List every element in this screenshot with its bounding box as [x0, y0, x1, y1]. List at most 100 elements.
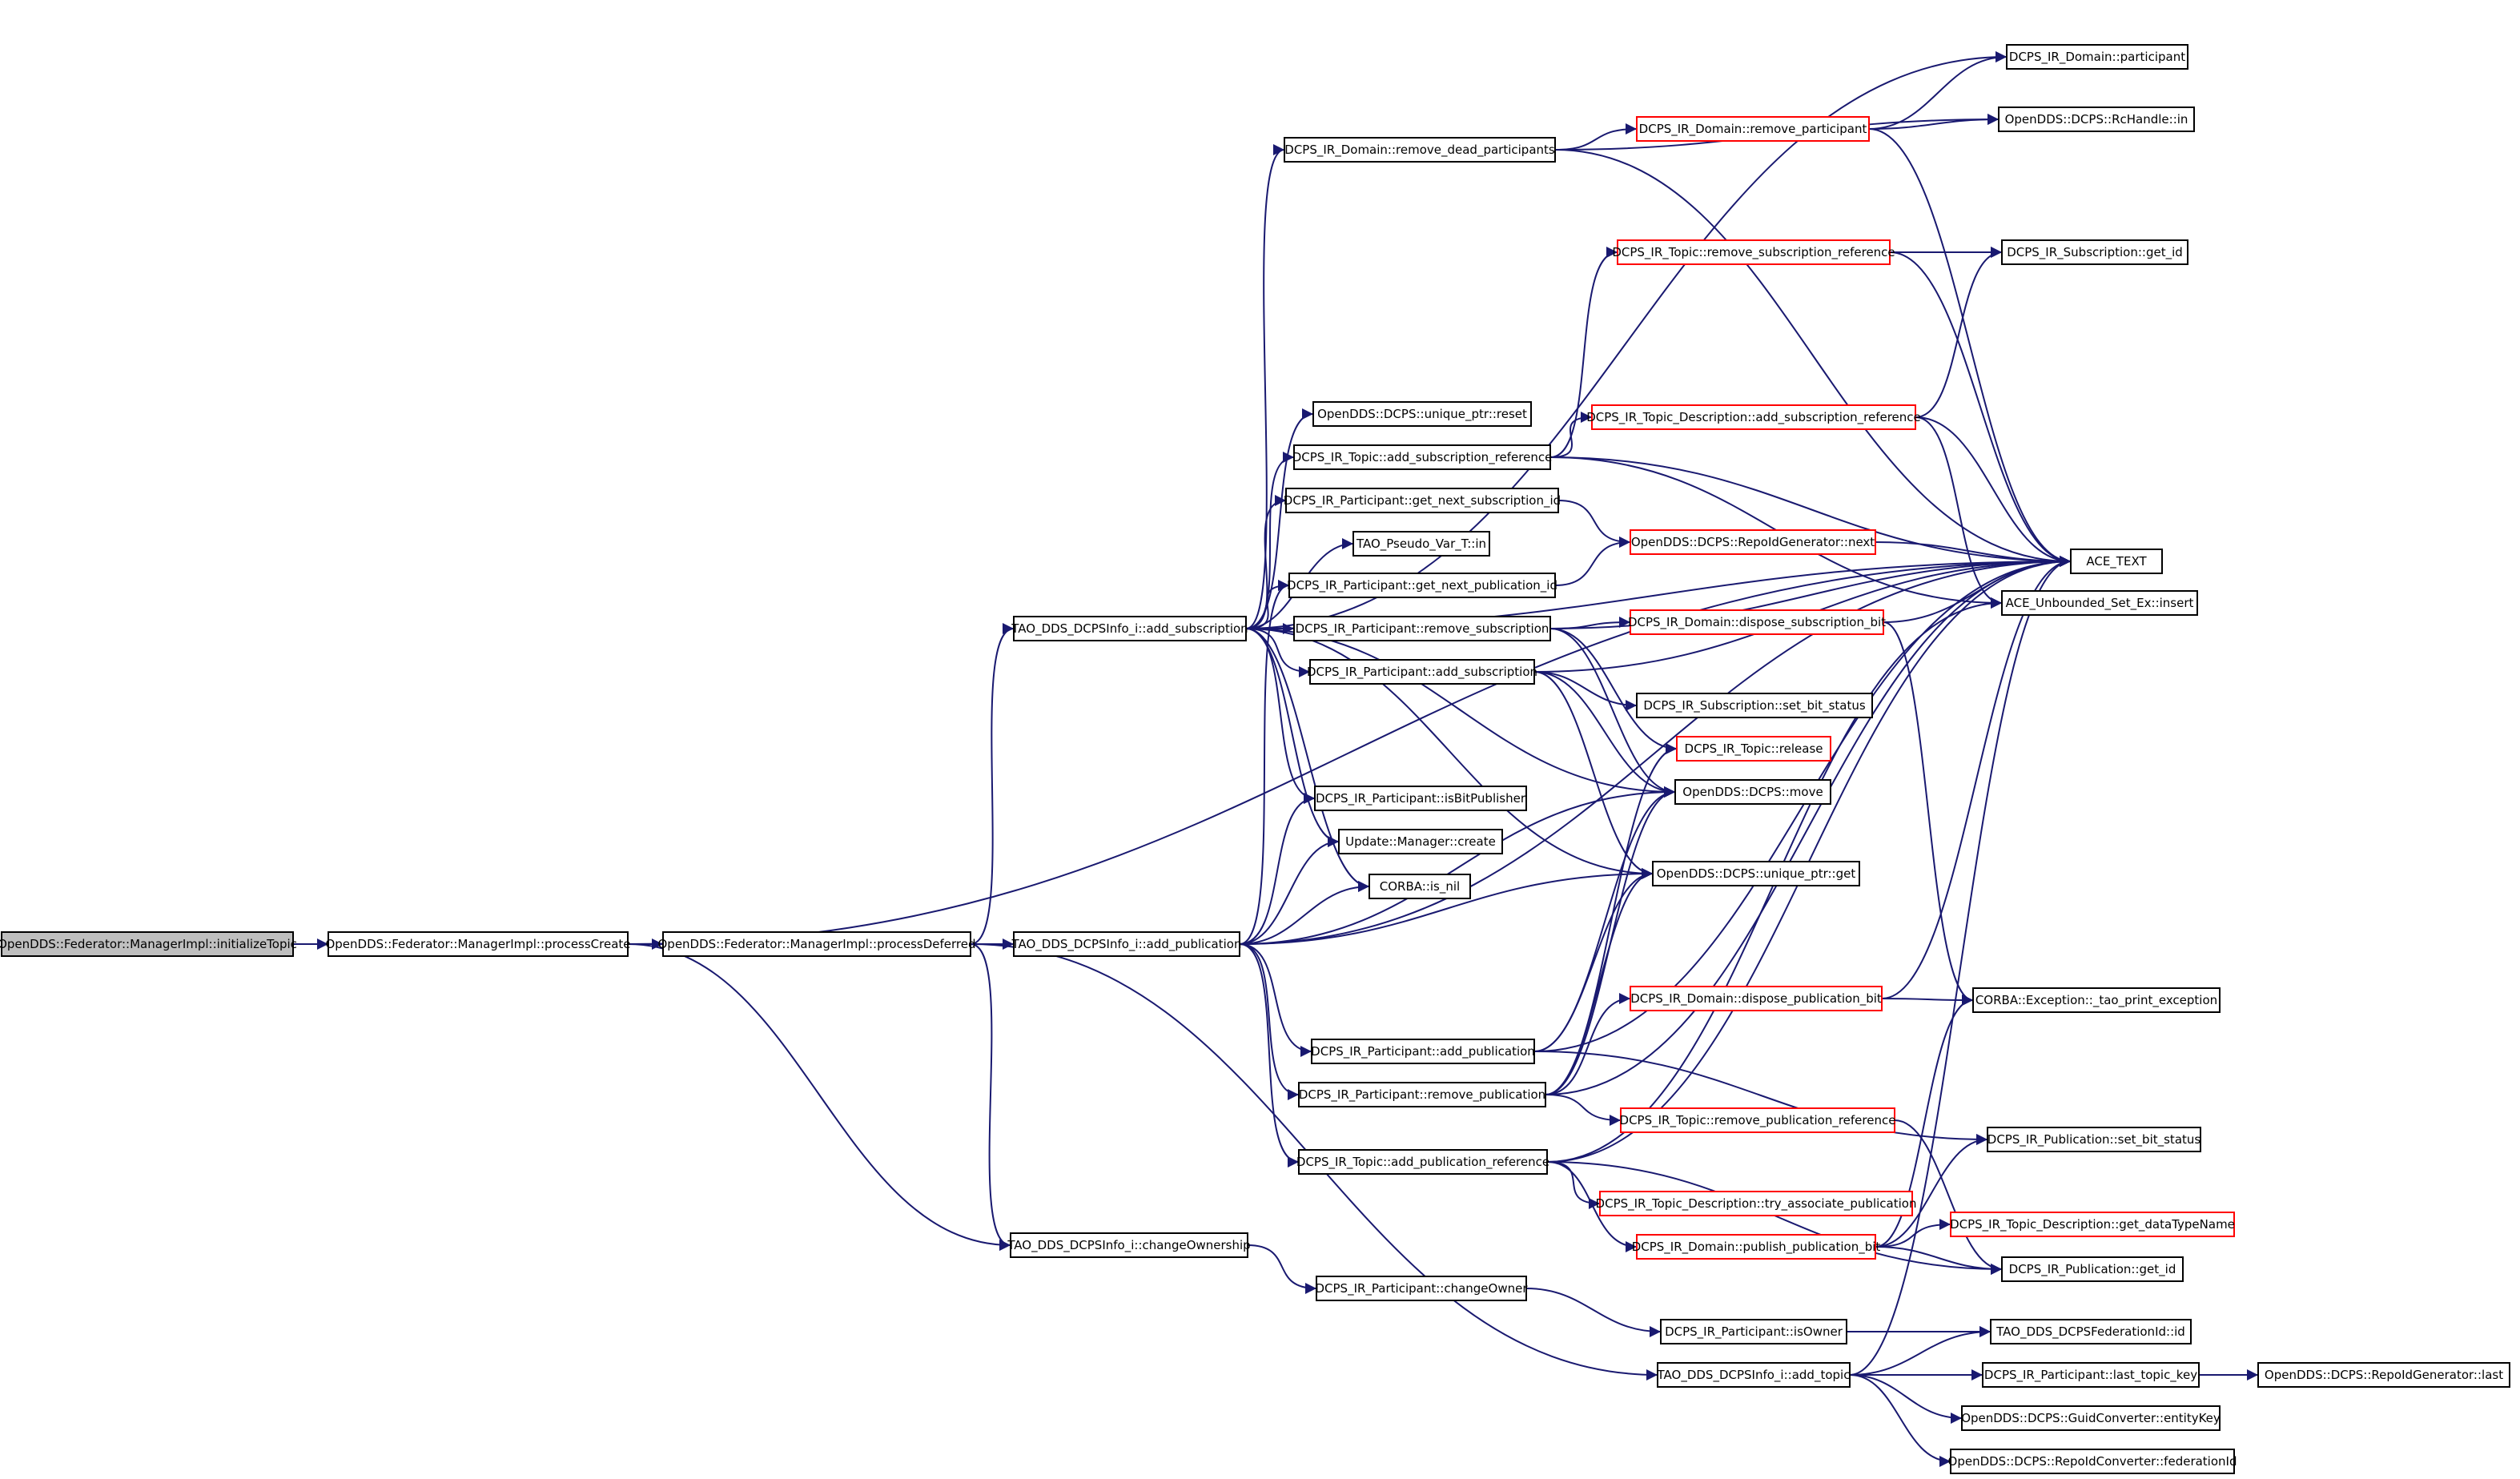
graph-node[interactable]: DCPS_IR_Participant::get_next_subscripti…	[1284, 488, 1561, 513]
graph-node[interactable]: OpenDDS::DCPS::RepoIdConverter::federati…	[1948, 1449, 2237, 1474]
call-edge	[1247, 1244, 1317, 1294]
node-label: TAO_DDS_DCPSInfo_i::add_publication	[1011, 937, 1242, 952]
call-edge	[1545, 556, 2072, 1095]
graph-node[interactable]: DCPS_IR_Topic_Description::get_dataTypeN…	[1950, 1212, 2235, 1237]
graph-node[interactable]: DCPS_IR_Participant::isBitPublisher	[1314, 786, 1527, 811]
graph-node[interactable]: CORBA::is_nil	[1369, 874, 1471, 899]
graph-node[interactable]: TAO_DDS_DCPSInfo_i::changeOwnership	[1007, 1232, 1251, 1258]
node-label: DCPS_IR_Subscription::get_id	[2007, 245, 2183, 260]
call-edge	[1245, 628, 1311, 677]
node-box	[1652, 861, 1860, 886]
node-label: OpenDDS::Federator::ManagerImpl::initial…	[0, 937, 297, 951]
graph-node[interactable]: OpenDDS::DCPS::RcHandle::in	[1998, 107, 2195, 132]
graph-node[interactable]: DCPS_IR_Participant::get_next_publicatio…	[1287, 573, 1557, 598]
graph-node[interactable]: DCPS_IR_Publication::set_bit_status	[1987, 1127, 2201, 1152]
graph-node[interactable]: TAO_DDS_DCPSInfo_i::add_publication	[1011, 931, 1242, 957]
call-edge	[1549, 247, 1618, 458]
call-edge	[1239, 580, 1290, 945]
graph-node[interactable]: DCPS_IR_Participant::remove_subscription	[1293, 616, 1551, 641]
graph-node[interactable]: CORBA::Exception::_tao_print_exception	[1972, 987, 2221, 1013]
node-box	[1293, 616, 1551, 641]
graph-node[interactable]: OpenDDS::DCPS::RepoIdGenerator::last	[2257, 1362, 2510, 1388]
graph-node[interactable]: DCPS_IR_Domain::dispose_publication_bit	[1630, 986, 1883, 1011]
call-edge	[1875, 1219, 1951, 1248]
graph-node[interactable]: DCPS_IR_Participant::isOwner	[1660, 1319, 1847, 1344]
graph-node[interactable]: TAO_DDS_DCPSInfo_i::add_topic	[1657, 1362, 1851, 1388]
node-box	[1990, 1319, 2192, 1344]
graph-node[interactable]: DCPS_IR_Participant::last_topic_key	[1982, 1362, 2200, 1388]
node-label: DCPS_IR_Participant::isBitPublisher	[1316, 791, 1526, 806]
node-box	[2257, 1362, 2510, 1388]
call-edge	[1245, 628, 1654, 879]
graph-node[interactable]: DCPS_IR_Domain::publish_publication_bit	[1632, 1234, 1881, 1260]
call-edge	[1239, 943, 1300, 1168]
call-edge	[1849, 556, 2072, 1376]
call-edge	[1554, 537, 1631, 586]
graph-node[interactable]: DCPS_IR_Domain::participant	[2006, 44, 2188, 70]
graph-node[interactable]: DCPS_IR_Participant::add_subscription	[1307, 659, 1537, 685]
call-edge	[1915, 416, 2003, 609]
graph-node[interactable]: OpenDDS::DCPS::unique_ptr::reset	[1312, 401, 1532, 427]
graph-node[interactable]: DCPS_IR_Domain::remove_participant	[1636, 116, 1870, 142]
graph-node[interactable]: OpenDDS::DCPS::GuidConverter::entityKey	[1961, 1405, 2221, 1431]
graph-node[interactable]: DCPS_IR_Topic::release	[1676, 736, 1831, 762]
graph-node[interactable]: TAO_DDS_DCPSInfo_i::add_subscription	[1011, 616, 1248, 641]
graph-node[interactable]: Update::Manager::create	[1338, 829, 1503, 854]
graph-node[interactable]: OpenDDS::DCPS::move	[1674, 779, 1831, 805]
node-box	[1298, 1149, 1548, 1175]
graph-node[interactable]: DCPS_IR_Topic::remove_publication_refere…	[1620, 1107, 1896, 1133]
node-label: DCPS_IR_Participant::changeOwner	[1315, 1281, 1528, 1296]
graph-node[interactable]: DCPS_IR_Participant::add_publication	[1311, 1039, 1535, 1064]
call-edge	[1245, 628, 1370, 892]
graph-node[interactable]: DCPS_IR_Domain::dispose_subscription_bit	[1628, 609, 1886, 635]
graph-node[interactable]: ACE_Unbounded_Set_Ex::insert	[2001, 590, 2198, 616]
graph-node[interactable]: DCPS_IR_Topic::add_subscription_referenc…	[1292, 444, 1553, 470]
node-label: DCPS_IR_Participant::remove_publication	[1299, 1087, 1545, 1103]
graph-node[interactable]: DCPS_IR_Topic_Description::add_subscript…	[1586, 404, 1921, 430]
node-label: TAO_DDS_DCPSFederationId::id	[1996, 1324, 2185, 1340]
call-edge	[1239, 793, 1316, 945]
graph-node[interactable]: TAO_DDS_DCPSFederationId::id	[1990, 1319, 2192, 1344]
graph-node[interactable]: DCPS_IR_Participant::remove_publication	[1298, 1082, 1546, 1107]
node-box	[1311, 1039, 1535, 1064]
graph-node[interactable]: DCPS_IR_Topic::add_publication_reference	[1296, 1149, 1549, 1175]
graph-node[interactable]: DCPS_IR_Participant::changeOwner	[1315, 1276, 1528, 1301]
call-edge	[1875, 541, 2072, 567]
call-edge	[1557, 500, 1631, 548]
graph-node[interactable]: DCPS_IR_Topic_Description::try_associate…	[1596, 1191, 1917, 1216]
node-box	[1676, 736, 1831, 762]
node-box	[1630, 986, 1883, 1011]
nodes-layer: OpenDDS::Federator::ManagerImpl::initial…	[0, 44, 2510, 1474]
node-box	[1617, 239, 1891, 265]
graph-node[interactable]: OpenDDS::DCPS::RepoIdGenerator::next	[1630, 529, 1876, 555]
graph-node[interactable]: DCPS_IR_Subscription::set_bit_status	[1636, 693, 1873, 718]
node-label: DCPS_IR_Participant::isOwner	[1665, 1324, 1843, 1340]
node-box	[2001, 590, 2198, 616]
call-edge	[1546, 1161, 1638, 1252]
edges-layer	[293, 51, 2258, 1467]
node-box	[1352, 531, 1490, 557]
graph-node[interactable]: OpenDDS::Federator::ManagerImpl::process…	[657, 931, 976, 957]
call-edge	[1239, 943, 1312, 1057]
graph-node[interactable]: OpenDDS::Federator::ManagerImpl::process…	[325, 931, 631, 957]
graph-node[interactable]: DCPS_IR_Subscription::get_id	[2001, 239, 2188, 265]
node-box	[2001, 239, 2188, 265]
node-box	[1961, 1405, 2221, 1431]
graph-node[interactable]: TAO_Pseudo_Var_T::in	[1352, 531, 1490, 557]
node-label: DCPS_IR_Participant::add_subscription	[1307, 665, 1537, 680]
call-edge	[1533, 868, 1654, 1052]
call-edge	[1883, 556, 2072, 623]
graph-node[interactable]: DCPS_IR_Topic::remove_subscription_refer…	[1612, 239, 1895, 265]
graph-node[interactable]: DCPS_IR_Domain::remove_dead_participants	[1284, 137, 1556, 163]
graph-node[interactable]: ACE_TEXT	[2070, 549, 2163, 574]
node-label: DCPS_IR_Participant::add_publication	[1311, 1044, 1535, 1059]
graph-node[interactable]: OpenDDS::Federator::ManagerImpl::initial…	[0, 931, 297, 957]
call-edge	[970, 623, 1015, 945]
call-edge	[1545, 868, 1654, 1095]
call-edge	[1549, 456, 2072, 567]
graph-node[interactable]: DCPS_IR_Publication::get_id	[2001, 1256, 2184, 1282]
node-box	[1298, 1082, 1546, 1107]
call-edge	[1533, 556, 2072, 1052]
graph-node[interactable]: OpenDDS::DCPS::unique_ptr::get	[1652, 861, 1860, 886]
node-box	[1369, 874, 1471, 899]
